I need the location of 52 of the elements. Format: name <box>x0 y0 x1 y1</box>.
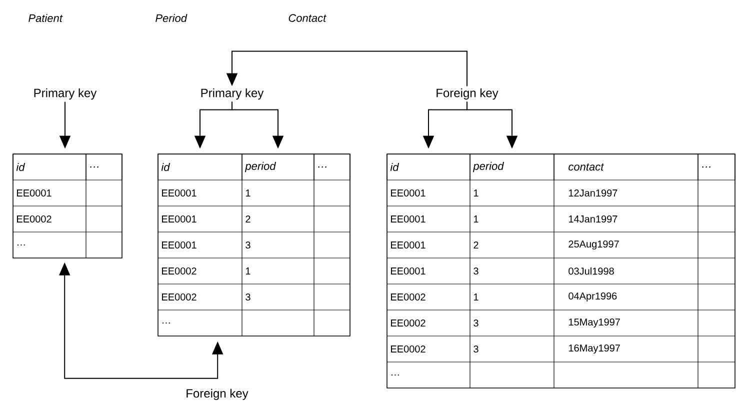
table-entry: EE0001 <box>391 215 426 223</box>
key-label: Primary key <box>201 88 264 100</box>
table-entry: EE0002 <box>162 267 196 275</box>
column-header: period <box>470 154 554 180</box>
column-header: … <box>314 154 350 180</box>
table-entry: EE0002 <box>391 319 426 327</box>
table-entry: 1 <box>474 294 478 300</box>
column-header: contact <box>554 154 698 180</box>
table-entry: EE0001 <box>17 189 52 197</box>
column-header: period <box>242 154 314 180</box>
table-entry: 3 <box>474 345 478 353</box>
table-entry: 03Jul1998 <box>568 267 614 275</box>
table-title: Patient <box>28 14 63 22</box>
table-entry: … <box>162 322 170 324</box>
table-entry: EE0001 <box>391 189 426 197</box>
table-entry: 2 <box>474 242 478 248</box>
table-entry: 16May1997 <box>568 344 620 354</box>
table-entry: 1 <box>246 190 250 196</box>
table-entry: … <box>392 374 399 376</box>
table-entry: 3 <box>246 293 250 301</box>
key-label: Foreign key <box>436 88 498 100</box>
table-entry: EE0001 <box>162 215 196 223</box>
table-entry: EE0002 <box>162 293 196 301</box>
table-entry: 15May1997 <box>568 318 620 328</box>
table-entry: 3 <box>474 267 478 275</box>
table-entry: 3 <box>246 241 250 249</box>
table-entry: 1 <box>474 190 478 196</box>
table-entry: EE0002 <box>17 215 52 223</box>
table-entry: EE0002 <box>391 293 426 301</box>
table-entry: … <box>18 244 25 246</box>
table-entry: EE0001 <box>391 241 426 249</box>
key-label: Primary key <box>34 88 97 100</box>
column-header: id <box>12 154 86 180</box>
table-entry: EE0001 <box>391 267 426 275</box>
table-entry: 04Apr1996 <box>568 292 617 302</box>
table-entry: EE0002 <box>391 345 426 353</box>
table-entry: 14Jan1997 <box>568 215 618 223</box>
table-entry: EE0001 <box>162 241 196 249</box>
edge-label: Foreign key <box>184 388 250 401</box>
table-entry: 12Jan1997 <box>568 189 618 197</box>
column-header: … <box>86 154 122 180</box>
table-entry: 1 <box>246 268 250 274</box>
table-title: Contact <box>288 14 326 22</box>
table-entry: 2 <box>246 216 250 222</box>
column-header: id <box>386 154 470 180</box>
table-entry: EE0001 <box>162 189 196 197</box>
table-entry: 3 <box>474 319 478 327</box>
table-entry: 1 <box>474 216 478 222</box>
table-title: Period <box>156 14 188 22</box>
table-entry: 25Aug1997 <box>568 240 619 250</box>
column-header: … <box>698 154 736 180</box>
column-header: id <box>158 154 242 180</box>
